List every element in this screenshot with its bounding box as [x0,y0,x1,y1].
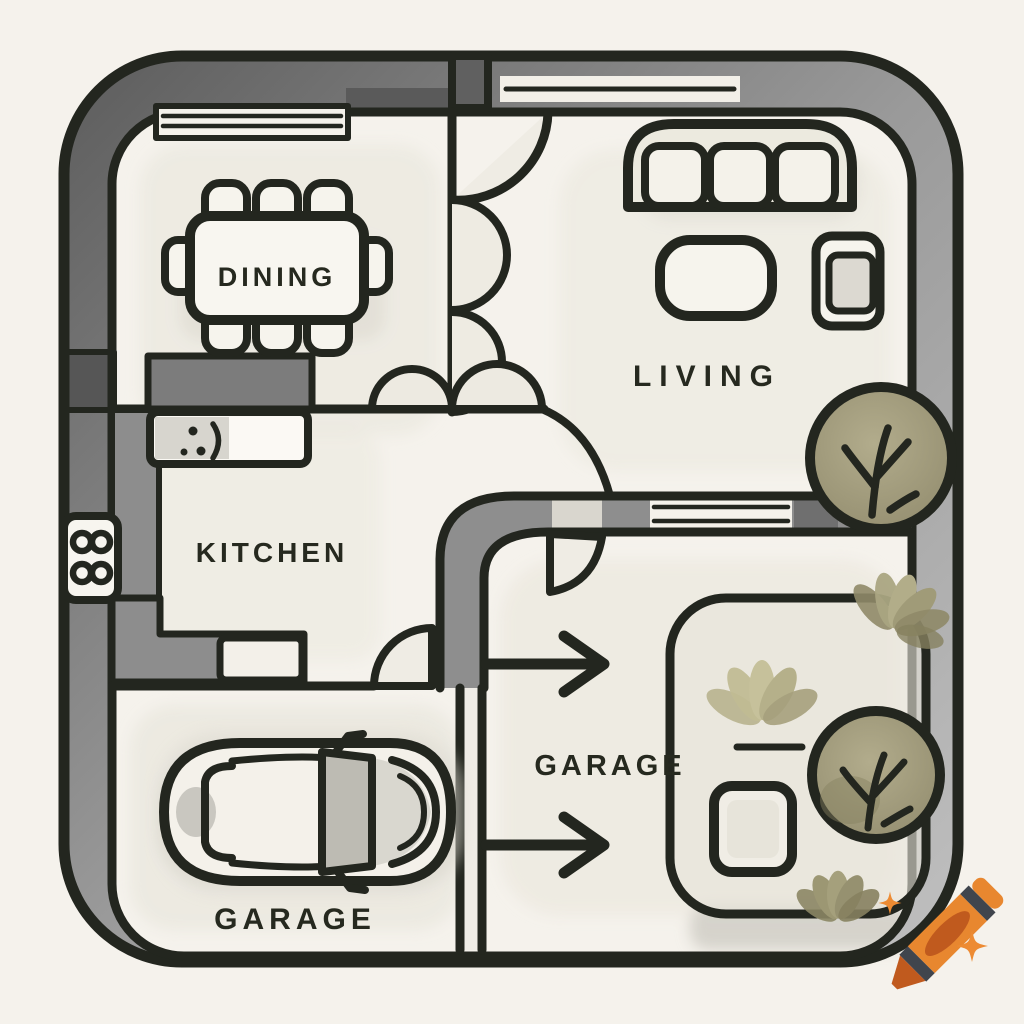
kitchen-sink [146,408,312,468]
sparkle-icon [956,930,988,962]
right-arrow-icon [480,811,610,879]
room-labels: LIVING KITCHEN GARAGE GARAGE [196,360,781,936]
furniture: DINING [158,119,885,894]
wall-block-left [61,349,117,413]
kitchen-label: KITCHEN [196,537,348,568]
car-mirror [334,868,369,894]
dining-label: DINING [218,262,337,292]
burner [88,529,114,555]
burner [88,560,114,586]
living-label: LIVING [633,360,781,393]
wall-stub-top [448,52,492,112]
direction-arrows [480,630,610,879]
landscaping [706,382,957,922]
coffee-table-icon [655,235,777,321]
car-rear-line [388,756,440,868]
crayon-logo [878,877,1004,990]
shrub-icon [853,572,950,649]
car-front-window [201,762,236,862]
wall-thick-segment [144,352,316,413]
tree-icon [805,382,957,534]
car-windshield [318,748,376,876]
door-swing-arc [370,624,436,690]
shrub-icon [706,660,818,726]
crayon-band [960,885,996,921]
sofa-icon [623,119,857,212]
shrub-icon [796,870,880,922]
stove-icon [60,512,122,604]
living-curved-wall [538,405,614,500]
right-arrow-icon [480,630,610,698]
car-hood-shade [176,787,216,837]
inner-wall-line [107,107,917,961]
outer-wall-line [58,50,964,968]
dining-table-icon: DINING [161,179,393,357]
sofa-cushion [771,142,839,210]
outer-walls [58,50,964,968]
side-table-icon [811,231,885,331]
planter-icon [709,781,797,877]
garage-left-label: GARAGE [214,903,376,936]
kitchen-counter [108,407,308,686]
sofa-cushion [706,142,774,210]
tree-icon [807,706,945,844]
door-leaf [546,530,606,596]
sofa-cushion [641,142,709,210]
door-dome-arc [448,360,546,413]
car-icon [158,730,464,894]
crayon-cap [972,877,1004,909]
interior-walls [60,107,931,955]
crayon-tip [891,955,926,990]
faucet-icon [210,421,222,461]
crayon-oval [924,911,970,957]
sparkle-icon [878,891,902,915]
crayon-band [899,946,935,982]
car-mirror [332,730,367,756]
door-swing-arc [448,196,511,314]
living-window [500,76,740,102]
dining-window [153,103,351,141]
garage-right-label: GARAGE [534,750,685,782]
